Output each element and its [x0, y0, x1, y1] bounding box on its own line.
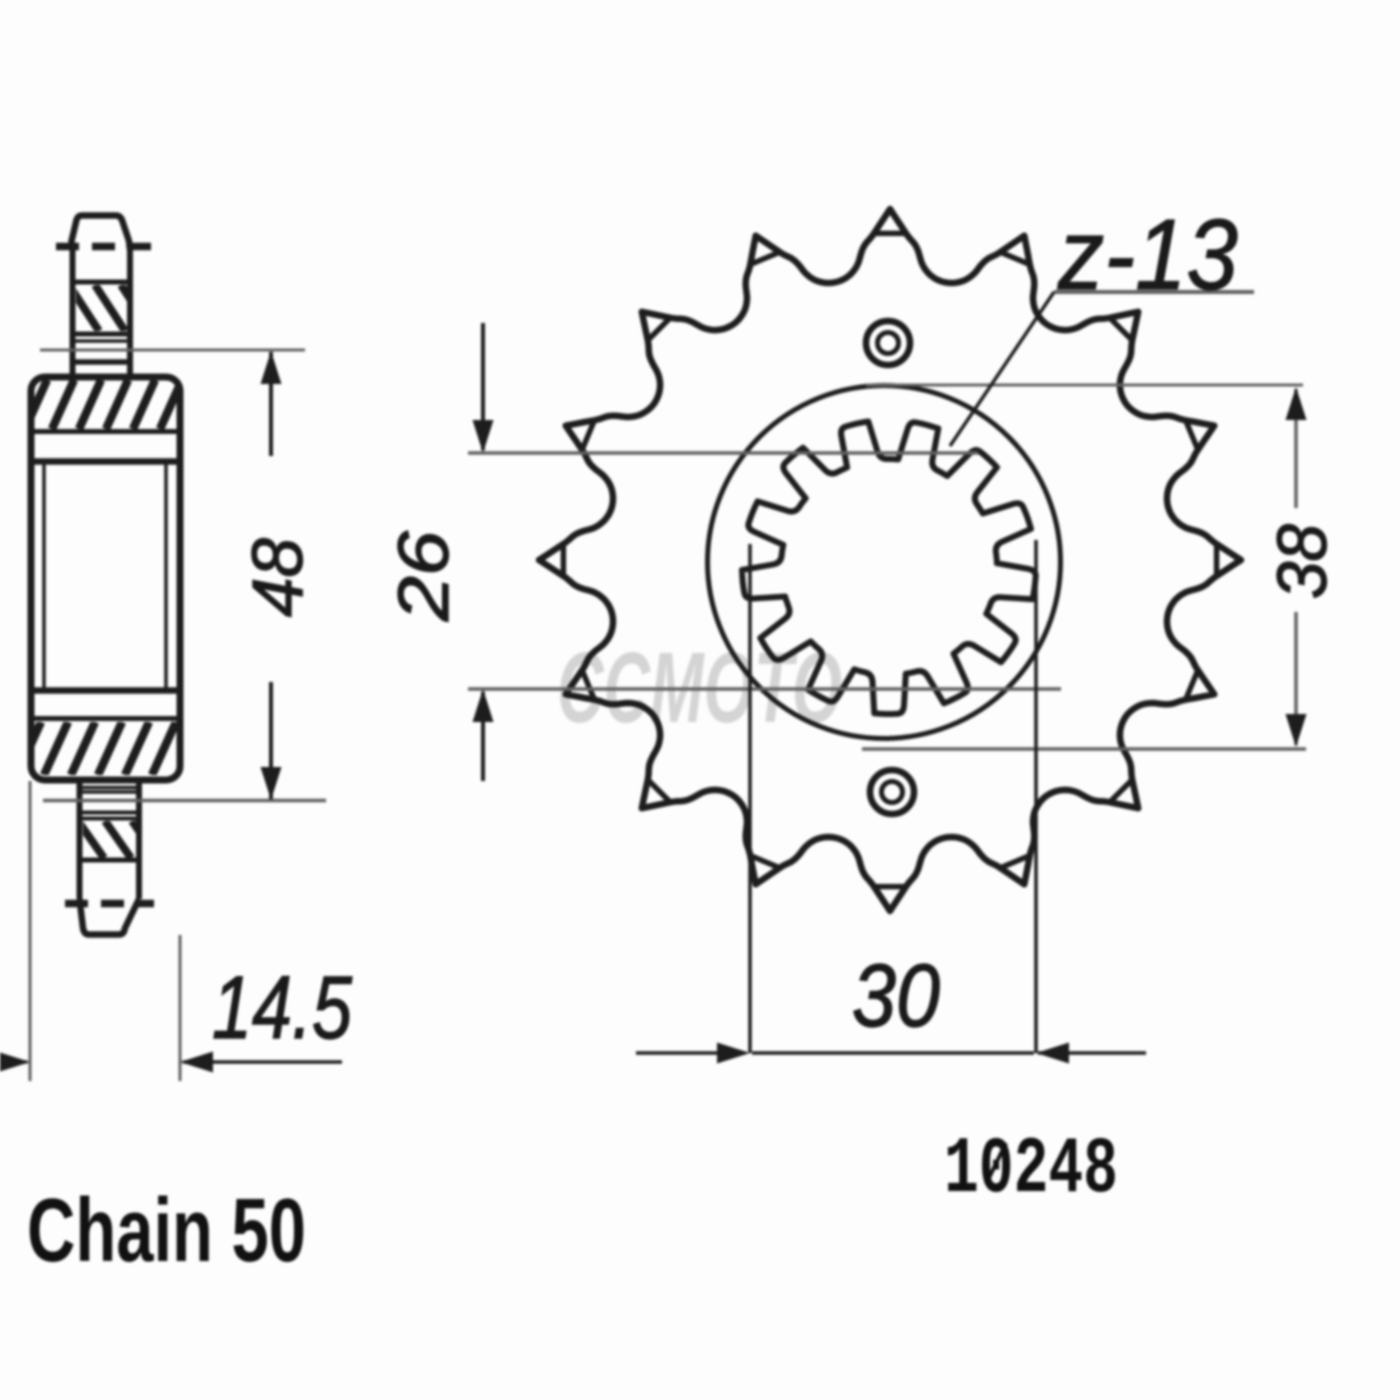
svg-text:Chain 50: Chain 50 [27, 1181, 306, 1281]
svg-text:48: 48 [239, 537, 318, 617]
svg-text:38: 38 [1263, 524, 1341, 599]
svg-text:10248: 10248 [944, 1125, 1118, 1215]
svg-text:26: 26 [385, 530, 464, 622]
svg-text:z-13: z-13 [1057, 199, 1238, 311]
svg-text:14.5: 14.5 [212, 957, 352, 1057]
svg-text:30: 30 [852, 945, 940, 1045]
